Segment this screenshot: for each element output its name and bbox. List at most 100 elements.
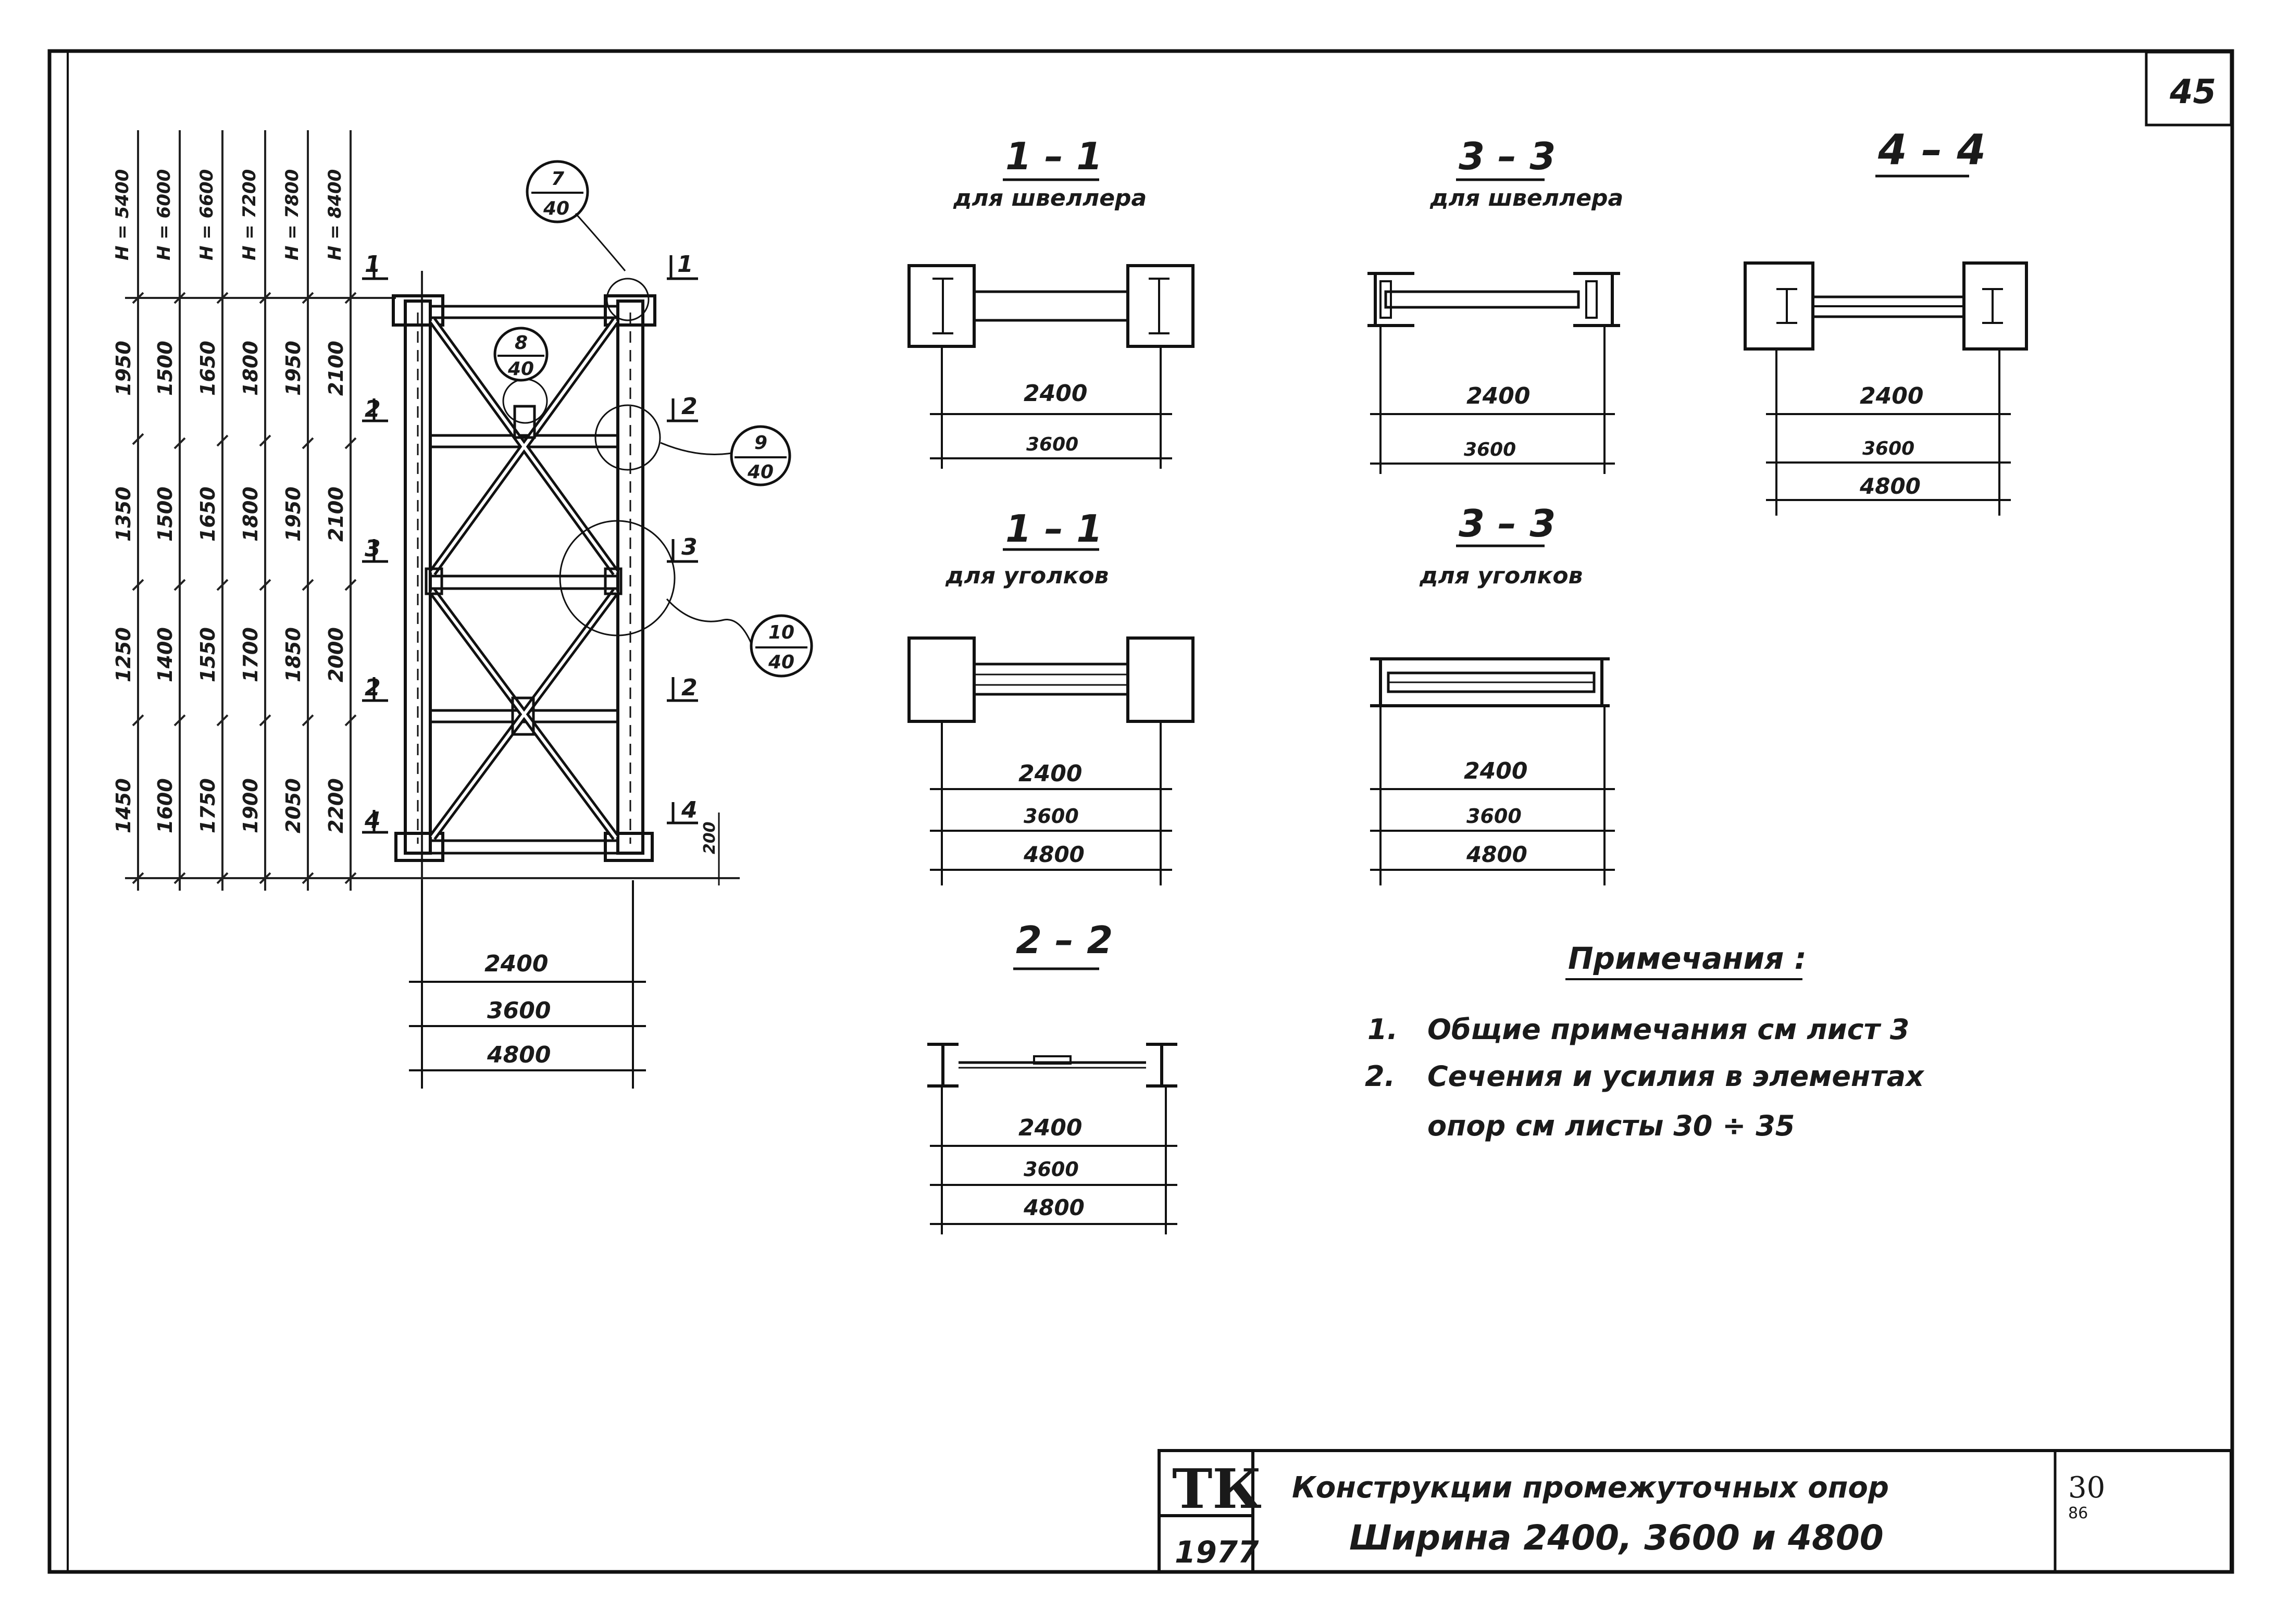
sheet-code: 30 <box>2068 1471 2105 1505</box>
strut <box>429 574 619 590</box>
dim-value: 3600 <box>1862 438 1914 459</box>
section-subtitle: для швеллера <box>953 185 1147 211</box>
dim-value: 3600 <box>1024 1158 1079 1181</box>
dim-value: 1950 <box>282 486 305 542</box>
detail-circle <box>606 278 650 321</box>
height-label: H = 5400 <box>112 169 133 260</box>
dim-value: 2100 <box>325 486 347 542</box>
note-continuation: опор см листы 30 ÷ 35 <box>1427 1109 1795 1142</box>
dim-value: 2400 <box>1464 758 1527 784</box>
elevation-view: H = 5400 H = 6000 H = 6600 H = 7200 H = … <box>112 130 813 1089</box>
column-dimensions: 1950 1350 1250 1450 1500 1500 1400 1600 … <box>112 341 347 833</box>
section-marks: 1 1 2 2 3 3 2 2 4 4 <box>364 251 698 834</box>
section-mark: 3 <box>365 535 381 562</box>
height-label: H = 6000 <box>154 169 175 260</box>
dim-value: 1900 <box>239 778 262 833</box>
sheet-number: 45 <box>2169 73 2216 111</box>
year: 1977 <box>1175 1534 1259 1570</box>
dim-value: 1650 <box>196 341 219 396</box>
top-cap-right <box>604 294 656 327</box>
height-labels: H = 5400 H = 6000 H = 6600 H = 7200 H = … <box>112 169 345 260</box>
section-mark: 1 <box>365 251 381 278</box>
dim-value: 4800 <box>1023 1195 1085 1220</box>
section-2-2: 2 – 2 2400 3600 4800 <box>927 918 1177 1234</box>
dim-value: 1550 <box>196 627 219 682</box>
note-number: 2. <box>1365 1060 1395 1093</box>
dim-value: 1700 <box>239 627 262 682</box>
dim-value: 4800 <box>1023 842 1085 867</box>
dim-value: 2400 <box>1466 383 1530 409</box>
dim-value: 2400 <box>1024 380 1087 407</box>
top-strut <box>429 305 619 319</box>
height-label: H = 7200 <box>239 169 260 260</box>
section-title: 2 – 2 <box>1016 918 1113 962</box>
dim-value: 1800 <box>239 486 262 542</box>
detail-circle <box>559 520 676 636</box>
notes-title: Примечания : <box>1568 941 1807 976</box>
callout-den: 40 <box>507 358 534 380</box>
tower-frame <box>392 278 676 862</box>
section-3-3-angle: 3 – 3 для уголков 2400 3600 4800 <box>1370 502 1615 885</box>
callout-num: 7 <box>551 168 564 190</box>
dim-value: 1750 <box>196 778 219 833</box>
section-1-1-channel: 1 – 1 для швеллера 2400 3600 <box>907 134 1195 469</box>
gusset <box>511 696 535 736</box>
bracing <box>429 318 619 840</box>
notes: Примечания : 1. Общие примечания см лист… <box>1365 941 1925 1142</box>
dim-value: 2050 <box>282 778 305 833</box>
base-plate-right <box>604 832 654 862</box>
callout-bubble <box>750 614 813 678</box>
dim-value: 2100 <box>325 341 347 396</box>
section-3-3-channel: 3 – 3 для швеллера 2400 3600 <box>1367 134 1623 474</box>
title-block: ТК 1977 Конструкции промежуточных опор Ш… <box>1158 1449 2233 1573</box>
callout-den: 40 <box>768 652 794 673</box>
height-label: H = 7800 <box>282 169 303 260</box>
section-subtitle: для уголков <box>1419 563 1583 589</box>
dim-value: 1500 <box>154 486 177 542</box>
section-mark: 2 <box>365 396 381 422</box>
callout-den: 40 <box>543 198 569 219</box>
dim-value: 3600 <box>1464 439 1516 460</box>
note-text: Общие примечания см лист 3 <box>1427 1013 1909 1046</box>
section-mark: 4 <box>681 797 698 823</box>
dimension-lines <box>125 130 740 891</box>
gusset <box>513 405 536 439</box>
base-plate-left <box>394 832 444 862</box>
dim-value: 2400 <box>1018 760 1082 787</box>
section-mark: 3 <box>681 534 698 560</box>
callout-num: 8 <box>515 332 528 354</box>
section-title: 1 – 1 <box>1005 507 1102 551</box>
width-dimensions: 2400 3600 4800 <box>484 951 551 1068</box>
section-mark: 4 <box>364 807 381 834</box>
callout-num: 10 <box>768 622 794 643</box>
callout-den: 40 <box>747 461 774 483</box>
dim-value: 1950 <box>282 341 305 396</box>
sheet-sub: 86 <box>2068 1504 2088 1522</box>
detail-circle <box>502 378 548 424</box>
section-mark: 2 <box>365 674 381 701</box>
dim-value: 1950 <box>112 341 135 396</box>
org-code: ТК <box>1172 1457 1262 1521</box>
dim-value: 1800 <box>239 341 262 396</box>
dim-value: 1400 <box>154 627 177 682</box>
section-title: 3 – 3 <box>1459 502 1556 545</box>
dim-value: 3600 <box>1466 805 1522 828</box>
section-mark: 2 <box>681 674 698 701</box>
dim-value: 2200 <box>325 778 347 833</box>
width-dimension-lines <box>409 880 646 1089</box>
section-subtitle: для швеллера <box>1429 185 1623 211</box>
dim-value: 4800 <box>1859 473 1921 499</box>
dimension-ticks <box>132 292 357 884</box>
sheet-number-box <box>2145 51 2233 127</box>
title-line-1: Конструкции промежуточных опор <box>1292 1471 1889 1505</box>
dim-value: 1650 <box>196 486 219 542</box>
bottom-strut <box>429 839 619 855</box>
callout-bubble <box>493 327 549 382</box>
dim-value: 4800 <box>1466 842 1527 867</box>
bottom-offset-dim: 200 <box>701 821 719 854</box>
dim-value: 2400 <box>1018 1115 1082 1141</box>
width-4800: 4800 <box>487 1042 551 1068</box>
section-4-4: 4 – 4 2400 3600 4800 <box>1744 126 2028 516</box>
sheet-frame <box>47 49 2234 1574</box>
